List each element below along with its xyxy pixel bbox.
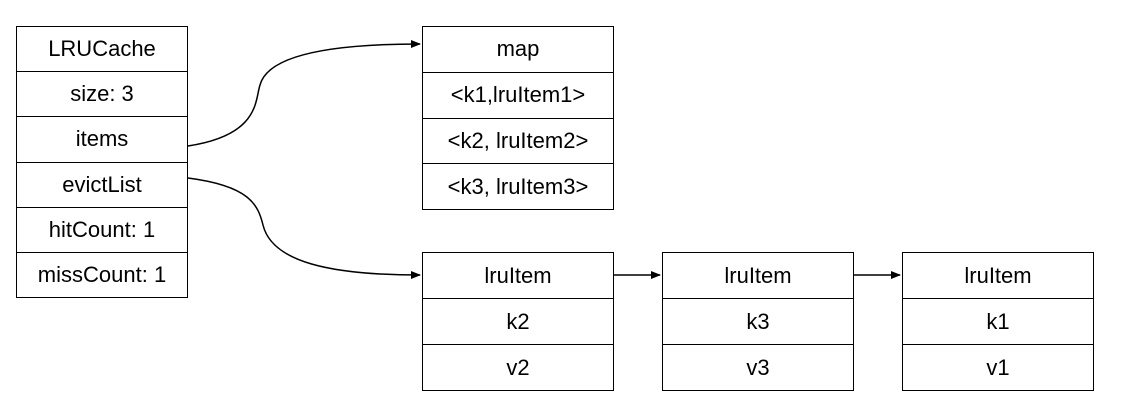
lruitem-key: k2 — [423, 298, 613, 344]
evictlist-to-head-arrow — [187, 177, 421, 279]
field-hitcount: hitCount: 1 — [17, 206, 187, 252]
lruitem-value: v1 — [903, 344, 1093, 390]
lruitem-node-3: lruItem k1 v1 — [902, 252, 1094, 391]
map-entry-3: <k3, lruItem3> — [423, 163, 613, 209]
lrucache-title: LRUCache — [48, 36, 156, 62]
lruitem-title: lruItem — [964, 262, 1032, 288]
lruitem-title: lruItem — [484, 262, 552, 288]
field-misscount: missCount: 1 — [17, 251, 187, 297]
lruitem-node-2: lruItem k3 v3 — [662, 252, 854, 391]
lrucache-struct: LRUCache size: 3 items evictList hitCoun… — [16, 26, 188, 298]
map-entry-2: <k2, lruItem2> — [423, 117, 613, 164]
field-evictlist: evictList — [17, 161, 187, 207]
lruitem-key: k3 — [663, 298, 853, 344]
lruitem-key: k1 — [903, 298, 1093, 344]
lruitem-value: v3 — [663, 344, 853, 390]
map-entry-1: <k1,lruItem1> — [423, 71, 613, 118]
map-title: map — [496, 36, 540, 62]
items-to-map-arrow — [187, 40, 421, 147]
lruitem-value: v2 — [423, 344, 613, 390]
map-struct: map <k1,lruItem1> <k2, lruItem2> <k3, lr… — [422, 26, 614, 210]
field-items: items — [17, 116, 187, 161]
lruitem-title: lruItem — [724, 262, 792, 288]
field-size: size: 3 — [17, 71, 187, 116]
lruitem-node-1: lruItem k2 v2 — [422, 252, 614, 391]
